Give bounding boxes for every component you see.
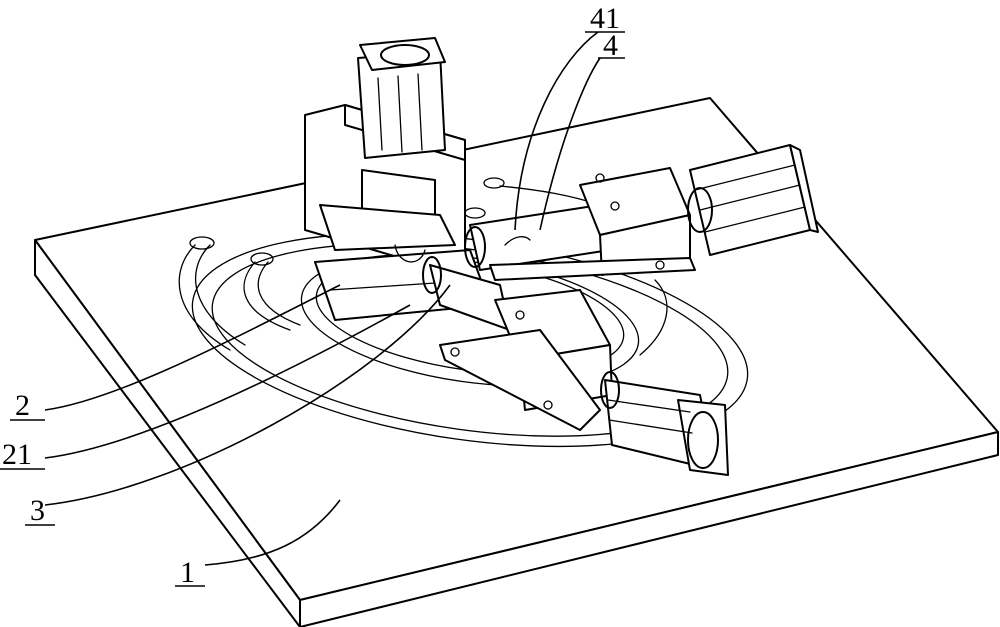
- top-cylinder-bore: [380, 44, 430, 66]
- arc-slot-mid-inner: [257, 261, 301, 326]
- leader-4: [539, 57, 601, 231]
- bolt-1: [595, 173, 605, 183]
- bolt-3: [655, 260, 665, 270]
- part-labels: 2 21 3 1 41 4: [0, 2, 625, 589]
- right-cylinder-side: [789, 144, 819, 233]
- label-part-21: 21: [2, 438, 32, 471]
- right-air-cylinder: [687, 144, 819, 256]
- leader-2: [44, 284, 341, 411]
- leader-3: [44, 284, 451, 506]
- slot-end-hole-1: [189, 236, 215, 250]
- slot-end-hole-2: [250, 252, 274, 266]
- right-slide-assembly: [464, 167, 696, 281]
- bolt-6: [515, 310, 525, 320]
- right-cylinder-rod-end: [687, 187, 713, 233]
- base-plate-left-side: [34, 239, 301, 627]
- top-cylinder-rib-1: [377, 77, 383, 151]
- right-cylinder-rib-2: [699, 184, 801, 211]
- right-cylinder-rib-1: [694, 164, 796, 191]
- slide-rod-end: [464, 226, 486, 268]
- slide-base-plate: [489, 257, 696, 281]
- label-part-3: 3: [30, 494, 45, 527]
- front-cylinder-rod-end: [600, 371, 620, 409]
- front-cylinder-bore: [687, 411, 719, 469]
- bolt-5: [543, 400, 553, 410]
- workpiece-notch: [394, 244, 426, 263]
- base-plate-front-side: [299, 431, 999, 627]
- top-cylinder-rib-3: [417, 73, 423, 151]
- top-air-cylinder: [357, 37, 446, 159]
- label-part-1: 1: [180, 556, 195, 589]
- front-air-cylinder: [600, 371, 729, 476]
- label-part-4: 4: [603, 29, 618, 62]
- leader-1: [204, 499, 341, 566]
- front-rod-end: [422, 256, 442, 294]
- slot-end-hole-3: [483, 177, 505, 189]
- bolt-2: [610, 201, 620, 211]
- clamp-jaw: [319, 204, 456, 251]
- leader-41: [514, 31, 599, 231]
- front-base-plate: [439, 329, 601, 431]
- front-cylinder-rib-1: [607, 399, 691, 413]
- bolt-4: [450, 347, 460, 357]
- arc-slot-left-outer: [178, 244, 231, 351]
- front-slide-assembly: [422, 256, 613, 431]
- arc-slot-left-inner: [195, 244, 246, 346]
- leader-lines: [44, 31, 601, 566]
- arc-slot-right: [639, 279, 668, 356]
- label-part-41: 41: [590, 2, 620, 35]
- label-part-2: 2: [15, 389, 30, 422]
- leader-21: [44, 304, 411, 459]
- arc-slot-mid-outer: [243, 261, 291, 331]
- front-cylinder-rib-2: [608, 419, 693, 434]
- right-cylinder-rib-3: [704, 206, 806, 233]
- rod-detail: [504, 236, 531, 246]
- top-cylinder-rib-2: [397, 75, 403, 153]
